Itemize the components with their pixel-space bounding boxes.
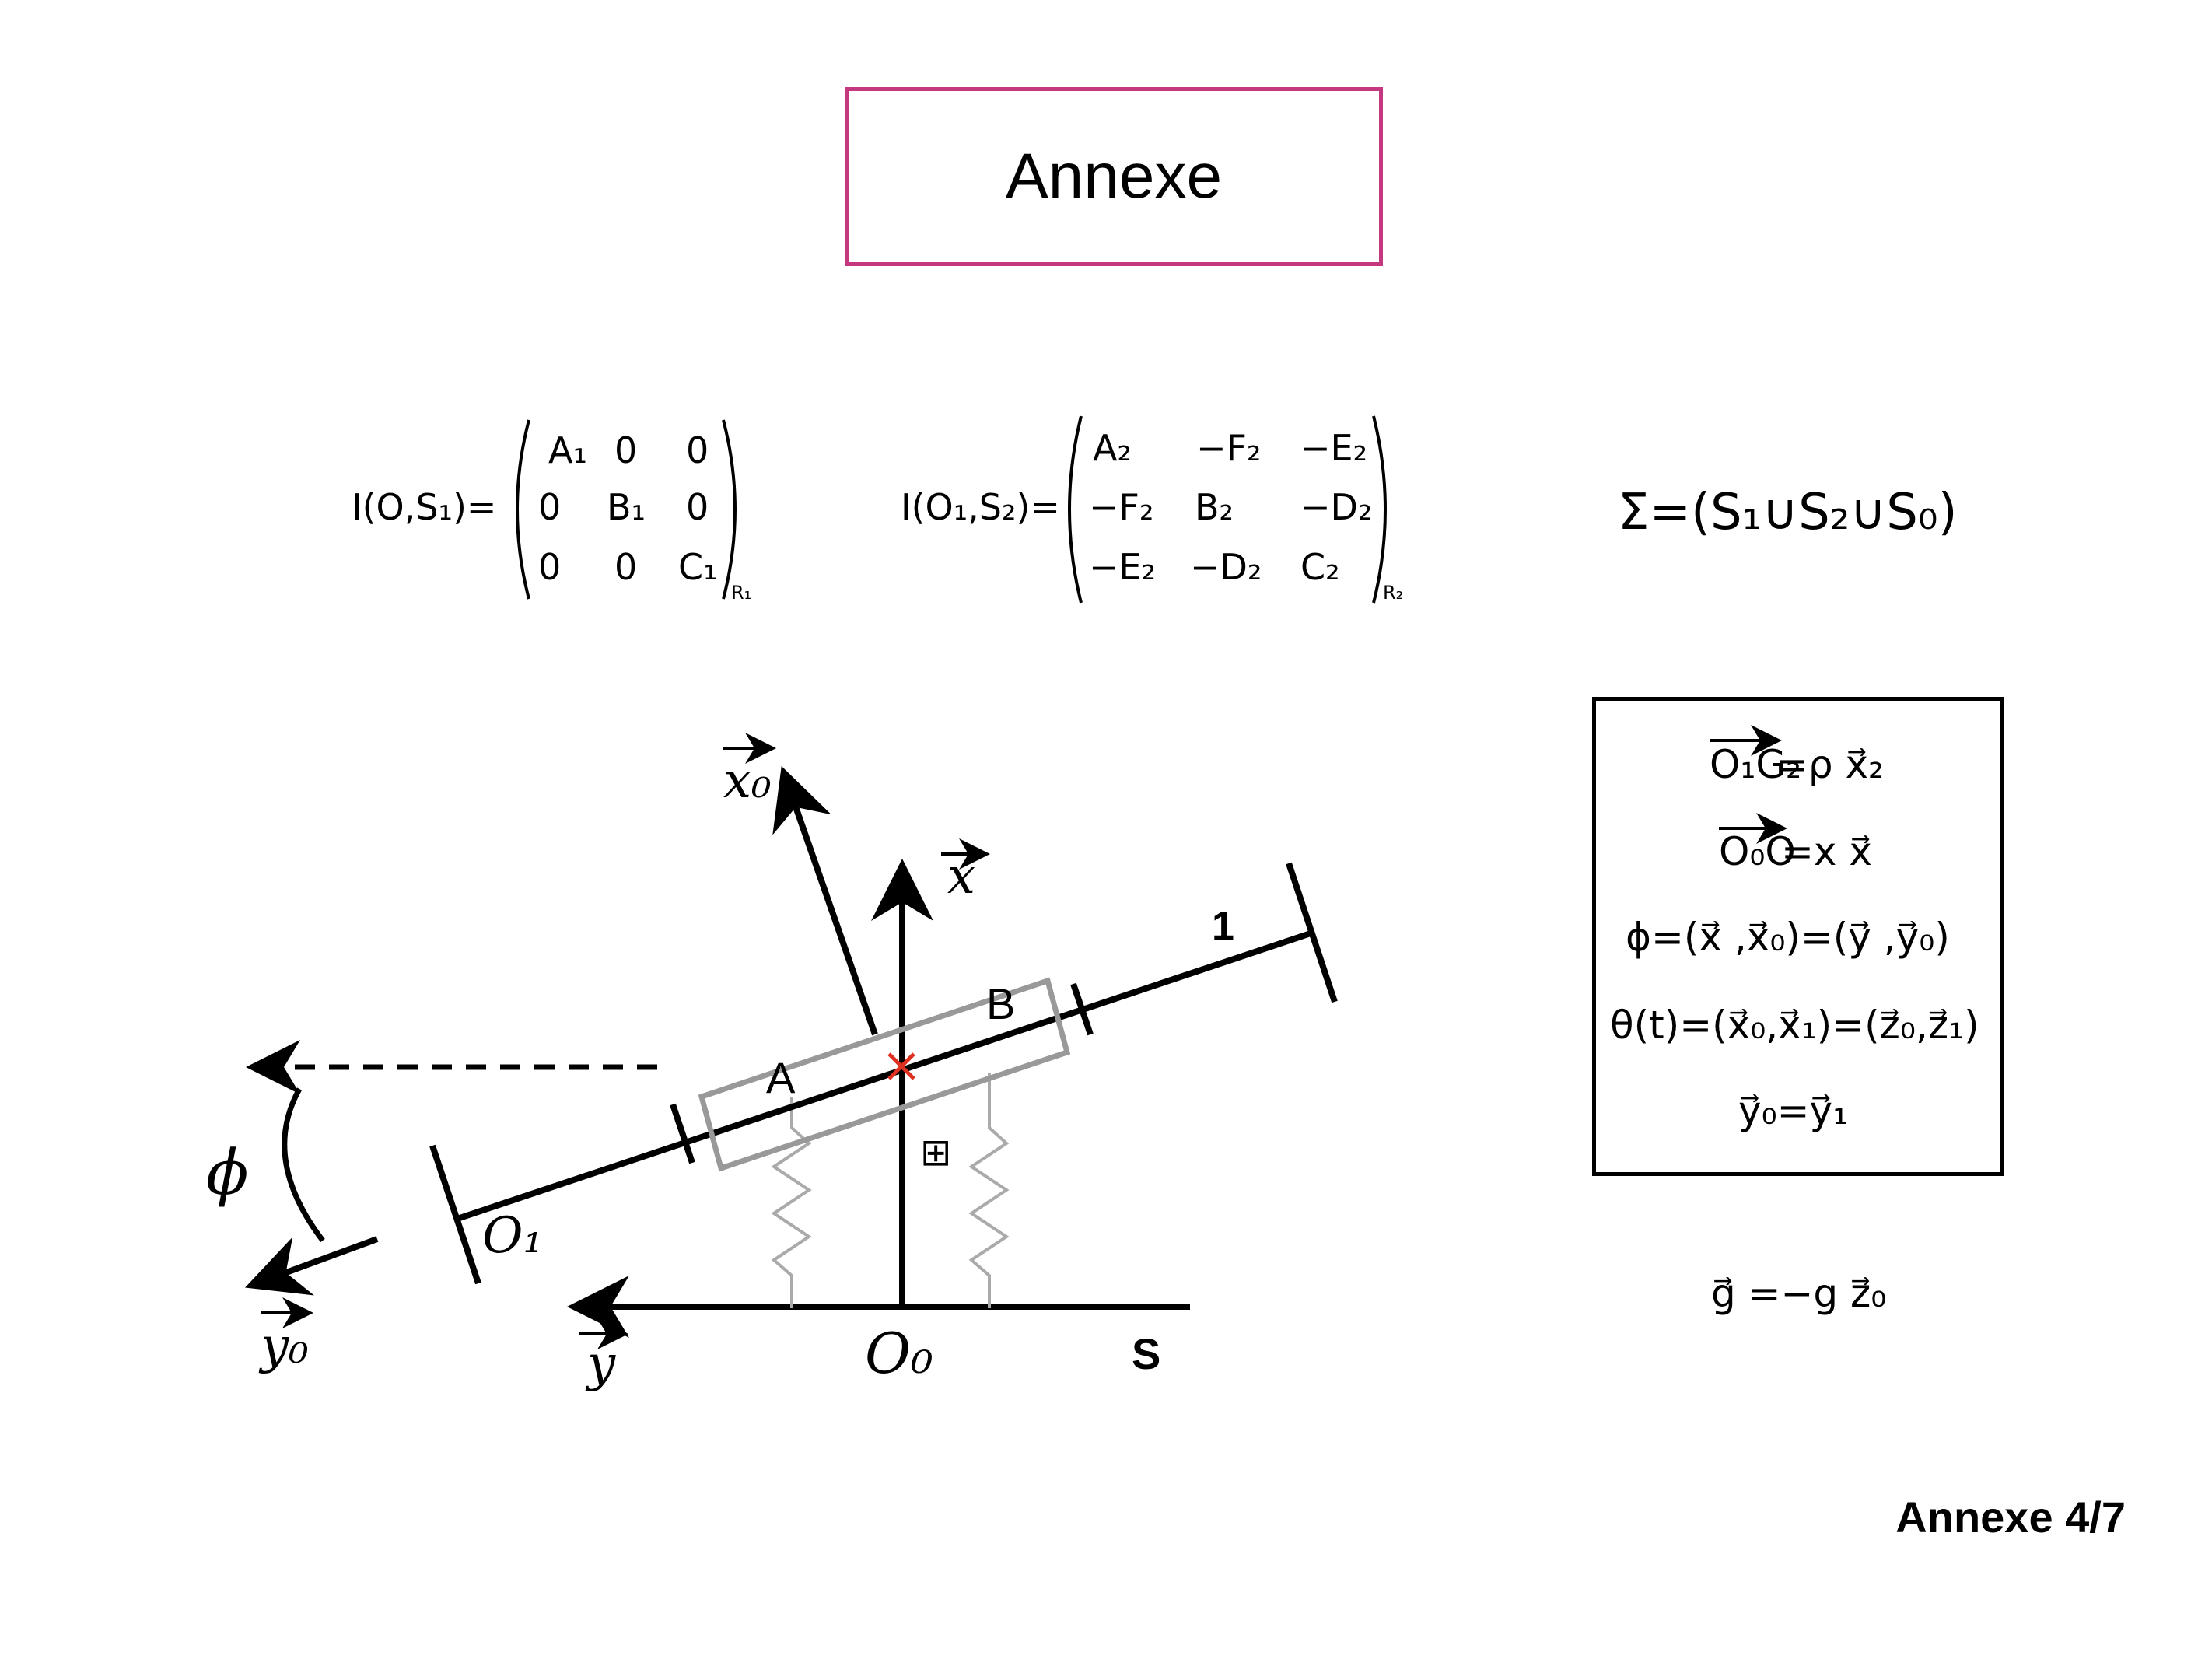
matrix-s2-cell: −E₂ bbox=[1089, 546, 1156, 588]
ground-s-label: S bbox=[1132, 1329, 1160, 1378]
body-1-label: 1 bbox=[1212, 904, 1234, 949]
page-title: Annexe bbox=[1005, 141, 1223, 212]
left-spring bbox=[771, 1097, 812, 1308]
matrix-s1-cell: C₁ bbox=[678, 546, 718, 588]
matrix-s1-right-paren bbox=[722, 419, 737, 600]
matrix-s1-cell: B₁ bbox=[607, 486, 646, 528]
y0-axis-arrow bbox=[244, 1236, 379, 1296]
carriage-block bbox=[698, 977, 1071, 1172]
matrix-s1-cell: 0 bbox=[614, 546, 637, 588]
matrix-s1-cell: 0 bbox=[538, 486, 561, 528]
y-label: y bbox=[585, 1335, 616, 1393]
x0-label: x₀ bbox=[723, 752, 772, 810]
mechanism-diagram: x₀ x y₀ y ϕ O₁ O₀ A B S 1 ⊞ bbox=[206, 733, 1338, 1393]
formula-list: O₁G₂ =ρ x⃗₂ O₀O =x x⃗ ϕ=(x⃗ ,x⃗₀)=(y⃗ ,y… bbox=[1610, 725, 1979, 1133]
page-footer: Annexe 4/7 bbox=[1895, 1493, 2126, 1542]
right-spring bbox=[968, 1073, 1010, 1308]
matrix-s2-left-paren bbox=[1068, 415, 1083, 604]
matrix-s2-cell: A₂ bbox=[1093, 427, 1132, 469]
rod-end-cap-right bbox=[1286, 862, 1338, 1003]
o1-label: O₁ bbox=[482, 1207, 543, 1265]
matrix-s1-cell: 0 bbox=[686, 486, 709, 528]
phi-label: ϕ bbox=[206, 1136, 249, 1209]
formula-angle-theta: θ(t)=(x⃗₀,x⃗₁)=(z⃗₀,z⃗₁) bbox=[1610, 1003, 1979, 1048]
matrix-s2-cell: C₂ bbox=[1300, 546, 1340, 588]
matrix-s2-cell: −D₂ bbox=[1300, 486, 1372, 528]
rod-stop-right bbox=[1070, 982, 1094, 1036]
formula-angle-phi: ϕ=(x⃗ ,x⃗₀)=(y⃗ ,y⃗₀) bbox=[1626, 915, 1950, 960]
inertia-matrix-s1: I(O,S₁)= A₁ 0 0 0 B₁ 0 0 0 C₁ R₁ bbox=[352, 419, 751, 604]
matrix-s1-cell: 0 bbox=[538, 546, 561, 588]
title-box: Annexe bbox=[845, 87, 1383, 266]
center-marker bbox=[887, 1052, 915, 1080]
formula-y0-equals-y1: y⃗₀=y⃗₁ bbox=[1738, 1088, 1848, 1133]
point-b-label: B bbox=[986, 979, 1015, 1028]
point-a-label: A bbox=[766, 1053, 796, 1102]
x-label: x bbox=[947, 848, 975, 905]
matrix-s2-cell: −E₂ bbox=[1300, 427, 1367, 469]
gravity-vector: g⃗ =−g z⃗₀ bbox=[1711, 1271, 1886, 1316]
formula-rhs: =ρ x⃗₂ bbox=[1776, 742, 1884, 787]
rod-stop-left bbox=[670, 1103, 695, 1164]
o0-label: O₀ bbox=[865, 1321, 933, 1386]
y0-label: y₀ bbox=[258, 1318, 309, 1375]
system-definition: Σ=(S₁∪S₂∪S₀) bbox=[1618, 484, 1958, 541]
rod-1 bbox=[453, 930, 1312, 1223]
matrix-s2-right-paren bbox=[1372, 415, 1387, 604]
matrix-s2-cell: −F₂ bbox=[1196, 427, 1261, 469]
matrix-s1-cell: 0 bbox=[686, 429, 709, 471]
x0-axis-arrow bbox=[772, 765, 878, 1036]
inertia-matrix-s2: I(O₁,S₂)= A₂ −F₂ −E₂ −F₂ B₂ −D₂ −E₂ −D₂ … bbox=[901, 415, 1403, 604]
inertia-s2-lhs: I(O₁,S₂)= bbox=[901, 486, 1060, 528]
matrix-s1-cell: A₁ bbox=[548, 429, 587, 471]
matrix-s1-basis: R₁ bbox=[731, 582, 751, 604]
matrix-s2-cell: −D₂ bbox=[1190, 546, 1262, 588]
formula-box bbox=[1592, 697, 2004, 1176]
matrix-s1-cell: 0 bbox=[614, 429, 637, 471]
inertia-s1-lhs: I(O,S₁)= bbox=[352, 486, 496, 528]
rod-end-cap-left bbox=[429, 1144, 481, 1285]
formula-rhs: =x x⃗ bbox=[1781, 829, 1872, 874]
matrix-s2-cell: −F₂ bbox=[1089, 486, 1153, 528]
phi-angle-arc bbox=[282, 1087, 325, 1243]
matrix-s2-basis: R₂ bbox=[1383, 582, 1403, 604]
formula-lhs: O₁G₂ bbox=[1710, 742, 1801, 787]
matrix-s2-cell: B₂ bbox=[1195, 486, 1234, 528]
formula-lhs: O₀O bbox=[1719, 829, 1796, 874]
positive-orientation-icon: ⊞ bbox=[920, 1131, 951, 1174]
matrix-s1-left-paren bbox=[516, 419, 530, 600]
